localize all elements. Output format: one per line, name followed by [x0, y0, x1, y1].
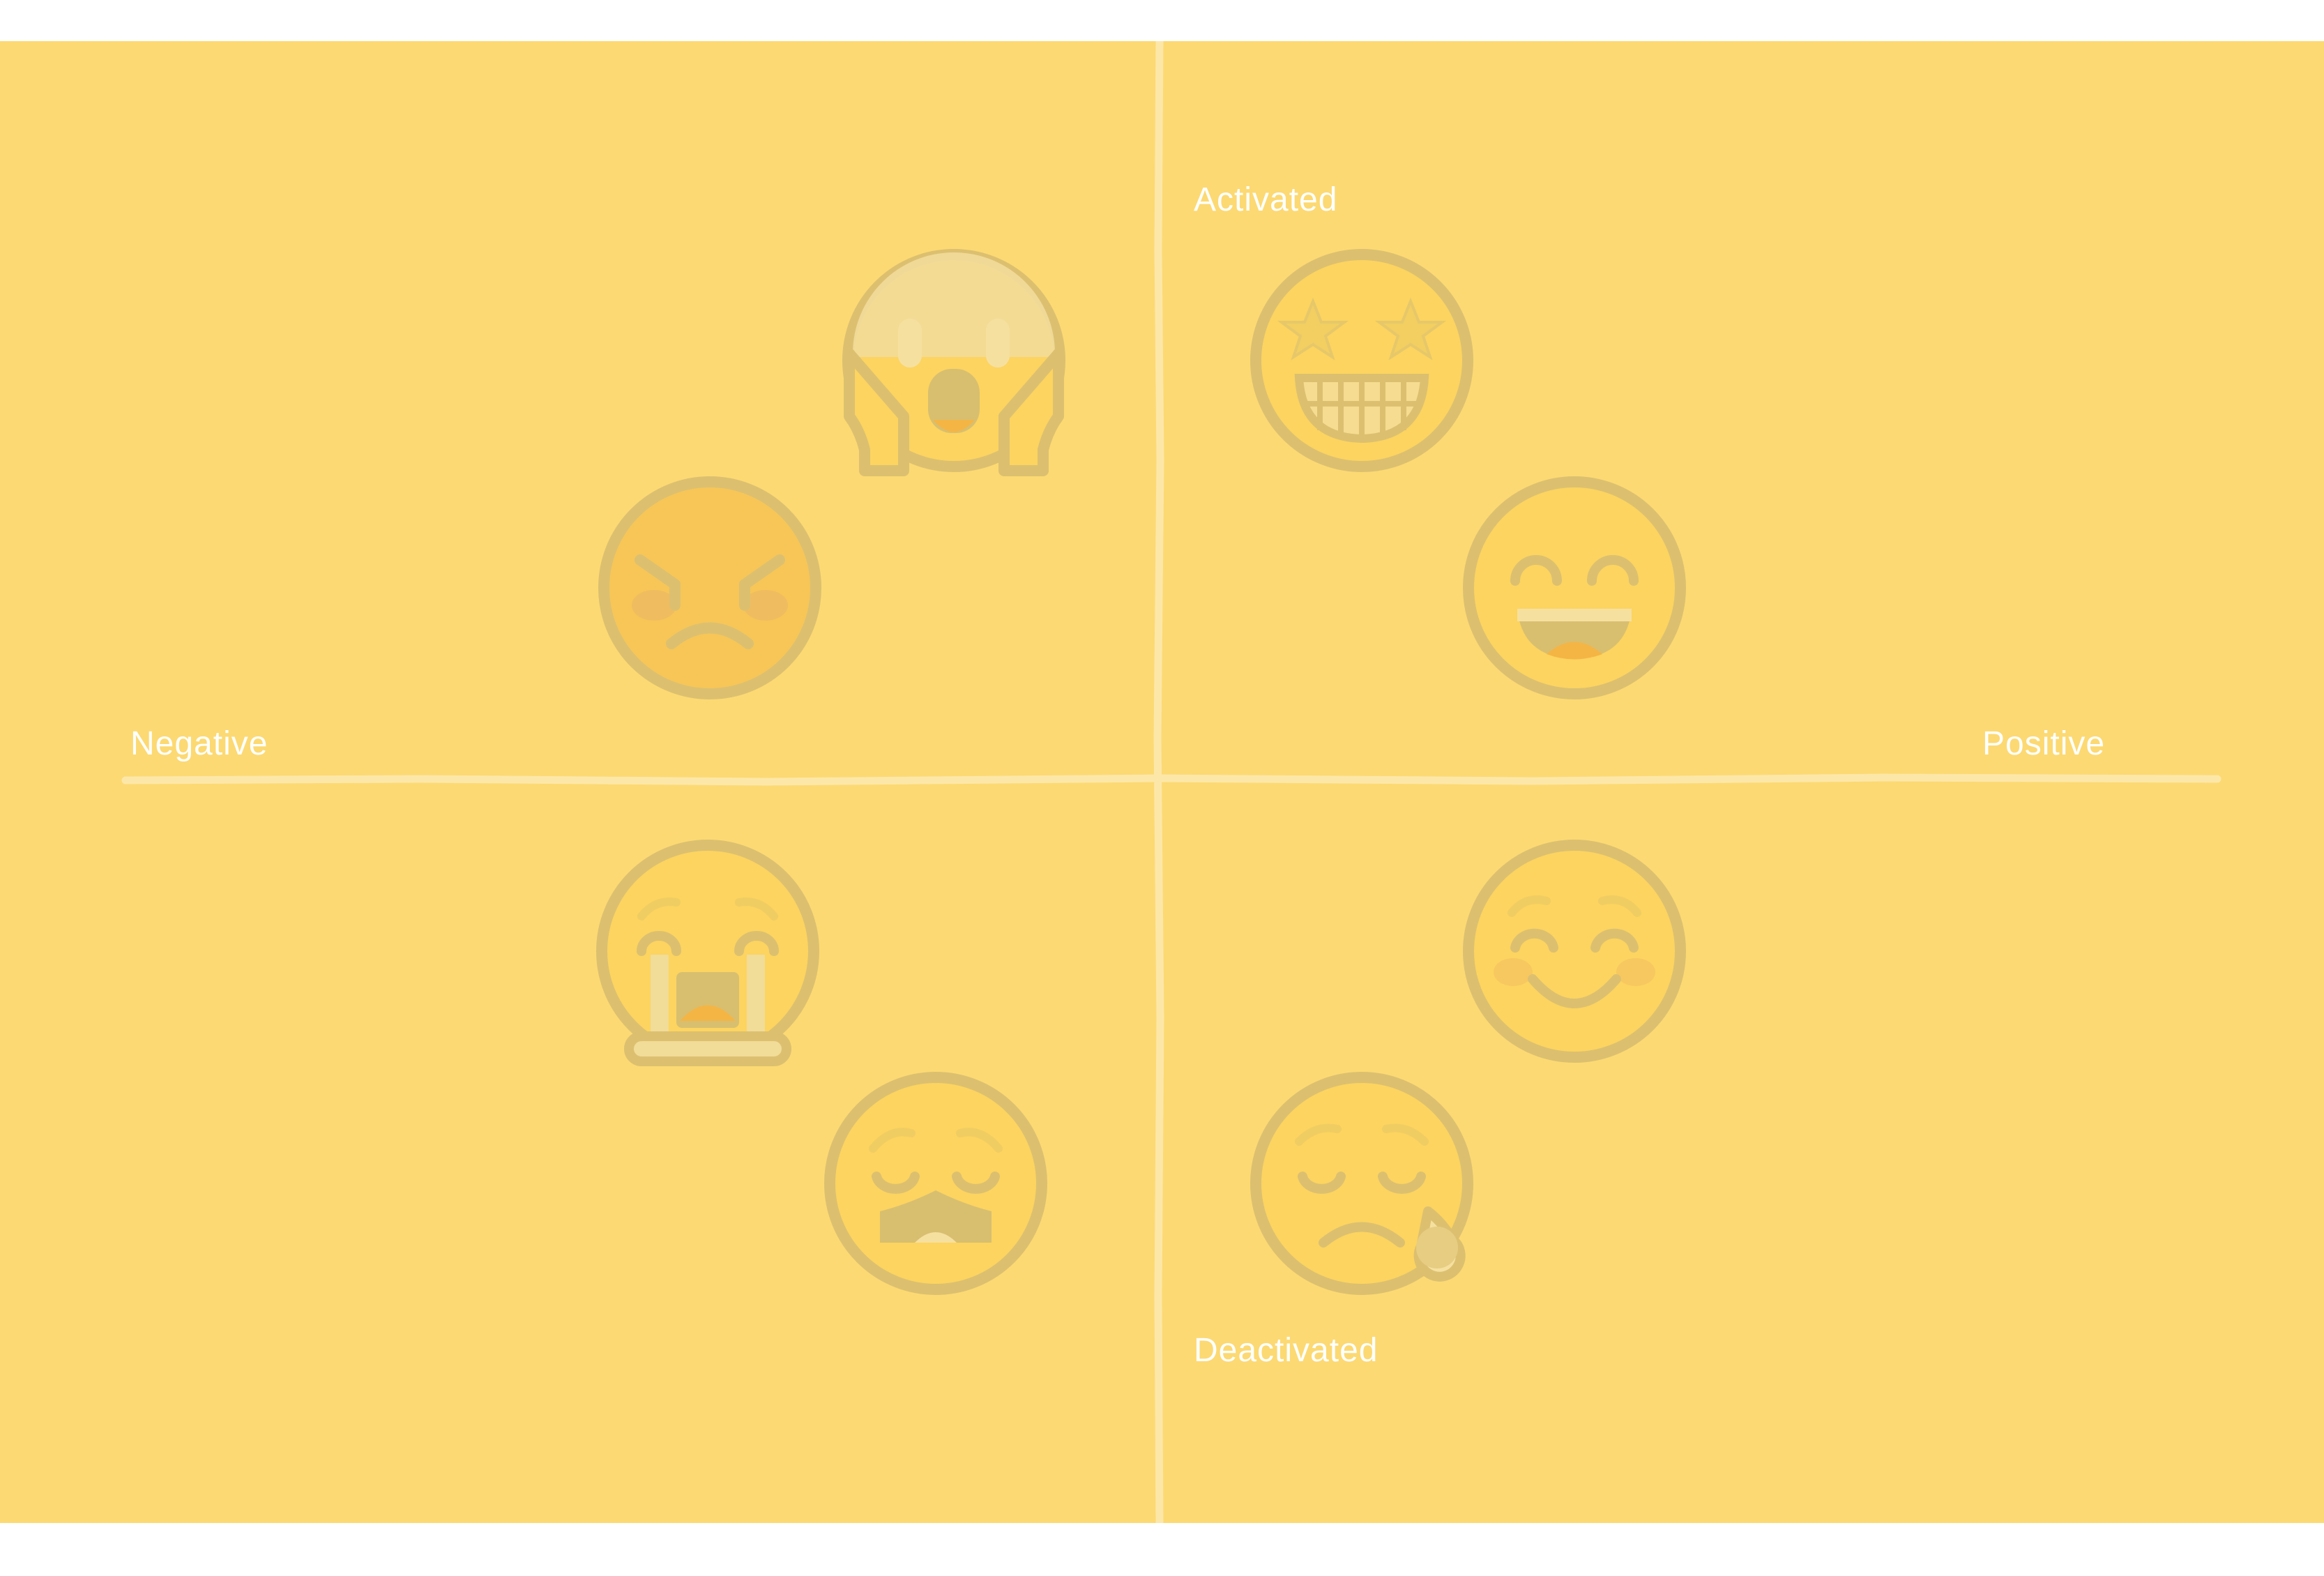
loudly-crying-face-icon: [596, 840, 819, 1066]
positive-axis-label: Positive: [1982, 725, 2106, 762]
sleepy-face-icon: [1250, 1072, 1473, 1295]
emotion-diagram: [121, 41, 2222, 1523]
angry-face-icon: [598, 476, 821, 699]
activated-axis-label: Activated: [1194, 181, 1338, 218]
horizontal-axis-line: [121, 773, 2222, 786]
vertical-axis-line: [1153, 41, 1164, 1523]
emotion-quadrant-panel: Activated Negative Positive Deactivated: [0, 41, 2324, 1523]
negative-axis-label: Negative: [130, 725, 268, 762]
weary-face-icon: [824, 1072, 1047, 1295]
face-screaming-in-fear-icon: [842, 249, 1065, 476]
deactivated-axis-label: Deactivated: [1194, 1332, 1379, 1369]
smiling-face-with-smiling-eyes-icon: [1463, 840, 1686, 1063]
star-struck-grinning-face-icon: [1250, 249, 1473, 472]
grinning-squinting-face-icon: [1463, 476, 1686, 699]
